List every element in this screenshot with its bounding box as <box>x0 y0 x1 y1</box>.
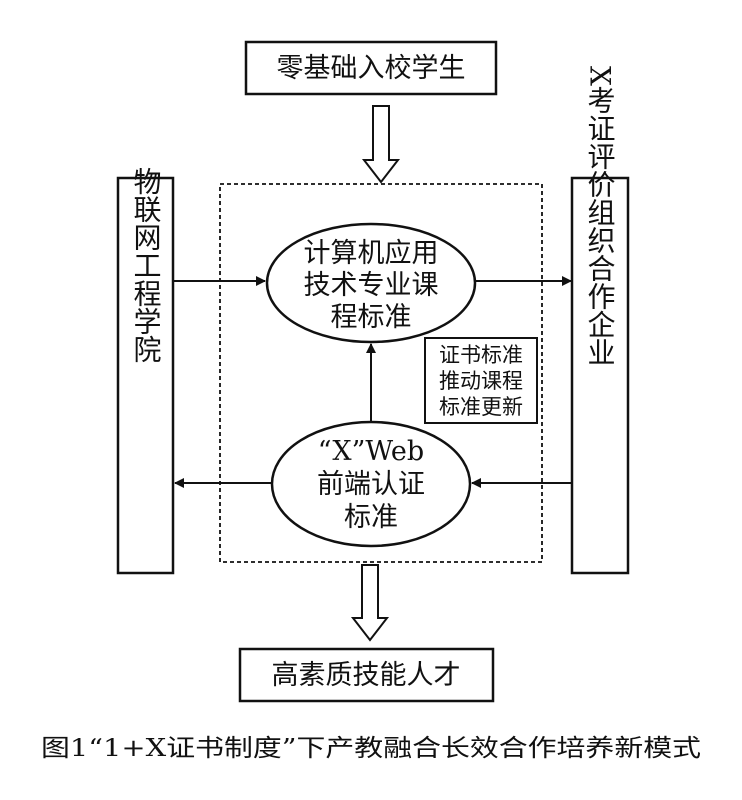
dashed-frame <box>219 183 543 563</box>
bottom-ellipse-line-1: “X”Web <box>318 436 424 467</box>
note-box-line-1: 证书标准 <box>439 343 523 367</box>
right-box <box>570 176 630 575</box>
top-ellipse-line-3: 程标准 <box>331 302 412 333</box>
bottom-ellipse-line-3: 标准 <box>344 502 398 533</box>
top-ellipse-line-2: 技术专业课 <box>304 270 439 301</box>
right-box-label: X考证评价组织合作企业 <box>584 66 617 366</box>
left-box <box>116 176 175 575</box>
top-box-label: 零基础入校学生 <box>277 53 466 84</box>
hollow-arrow-top <box>361 105 401 184</box>
top-ellipse-line-1: 计算机应用 <box>304 238 439 269</box>
note-box-line-3: 标准更新 <box>439 395 523 419</box>
note-box <box>424 337 538 424</box>
bottom-ellipse-line-2: 前端认证 <box>317 469 425 500</box>
hollow-arrow-bottom <box>350 564 390 642</box>
top-box <box>244 40 498 96</box>
left-box-label: 物联网工程学院 <box>130 167 163 363</box>
figure-caption: 图1“1+X证书制度”下产教融合长效合作培养新模式 <box>41 734 701 762</box>
note-box-line-2: 推动课程 <box>439 369 523 393</box>
top-ellipse <box>265 222 477 344</box>
bottom-box-label: 高素质技能人才 <box>272 660 461 691</box>
bottom-box <box>238 647 495 703</box>
